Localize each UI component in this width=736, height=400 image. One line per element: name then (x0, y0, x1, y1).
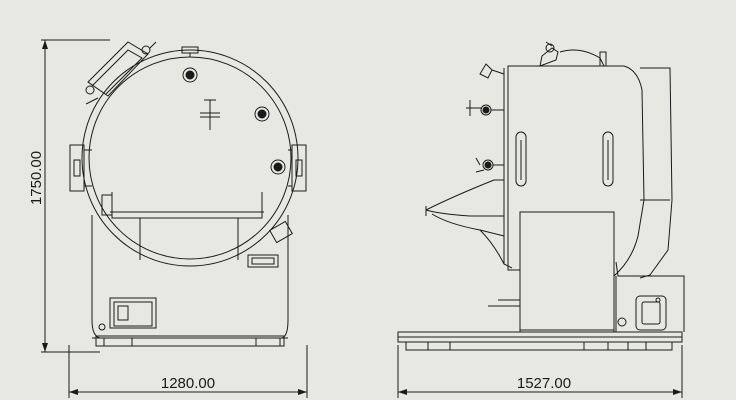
top-valves (539, 41, 607, 67)
ring-bolts (182, 67, 286, 175)
lid-hatch (85, 41, 157, 105)
width-dimension-front (68, 345, 308, 398)
depth-dimension (397, 345, 683, 398)
side-view: 1527.00 (397, 41, 685, 398)
sight-slots (515, 131, 614, 187)
side-depth-label: 1527.00 (517, 375, 571, 392)
front-view: 1750.00 1280.00 (28, 39, 308, 398)
front-fittings (466, 63, 505, 173)
left-trunnion (69, 144, 113, 216)
height-dimension (41, 39, 110, 353)
front-base (91, 215, 289, 347)
t-fitting (200, 99, 220, 130)
height-label: 1750.00 (28, 151, 45, 205)
right-trunnion (288, 144, 307, 192)
top-port (181, 46, 199, 57)
control-box (98, 297, 157, 331)
lower-tank (488, 211, 615, 333)
side-nozzle (247, 220, 293, 268)
rear-support (615, 261, 685, 332)
discharge-chute (425, 179, 513, 269)
front-width-label: 1280.00 (161, 375, 215, 392)
